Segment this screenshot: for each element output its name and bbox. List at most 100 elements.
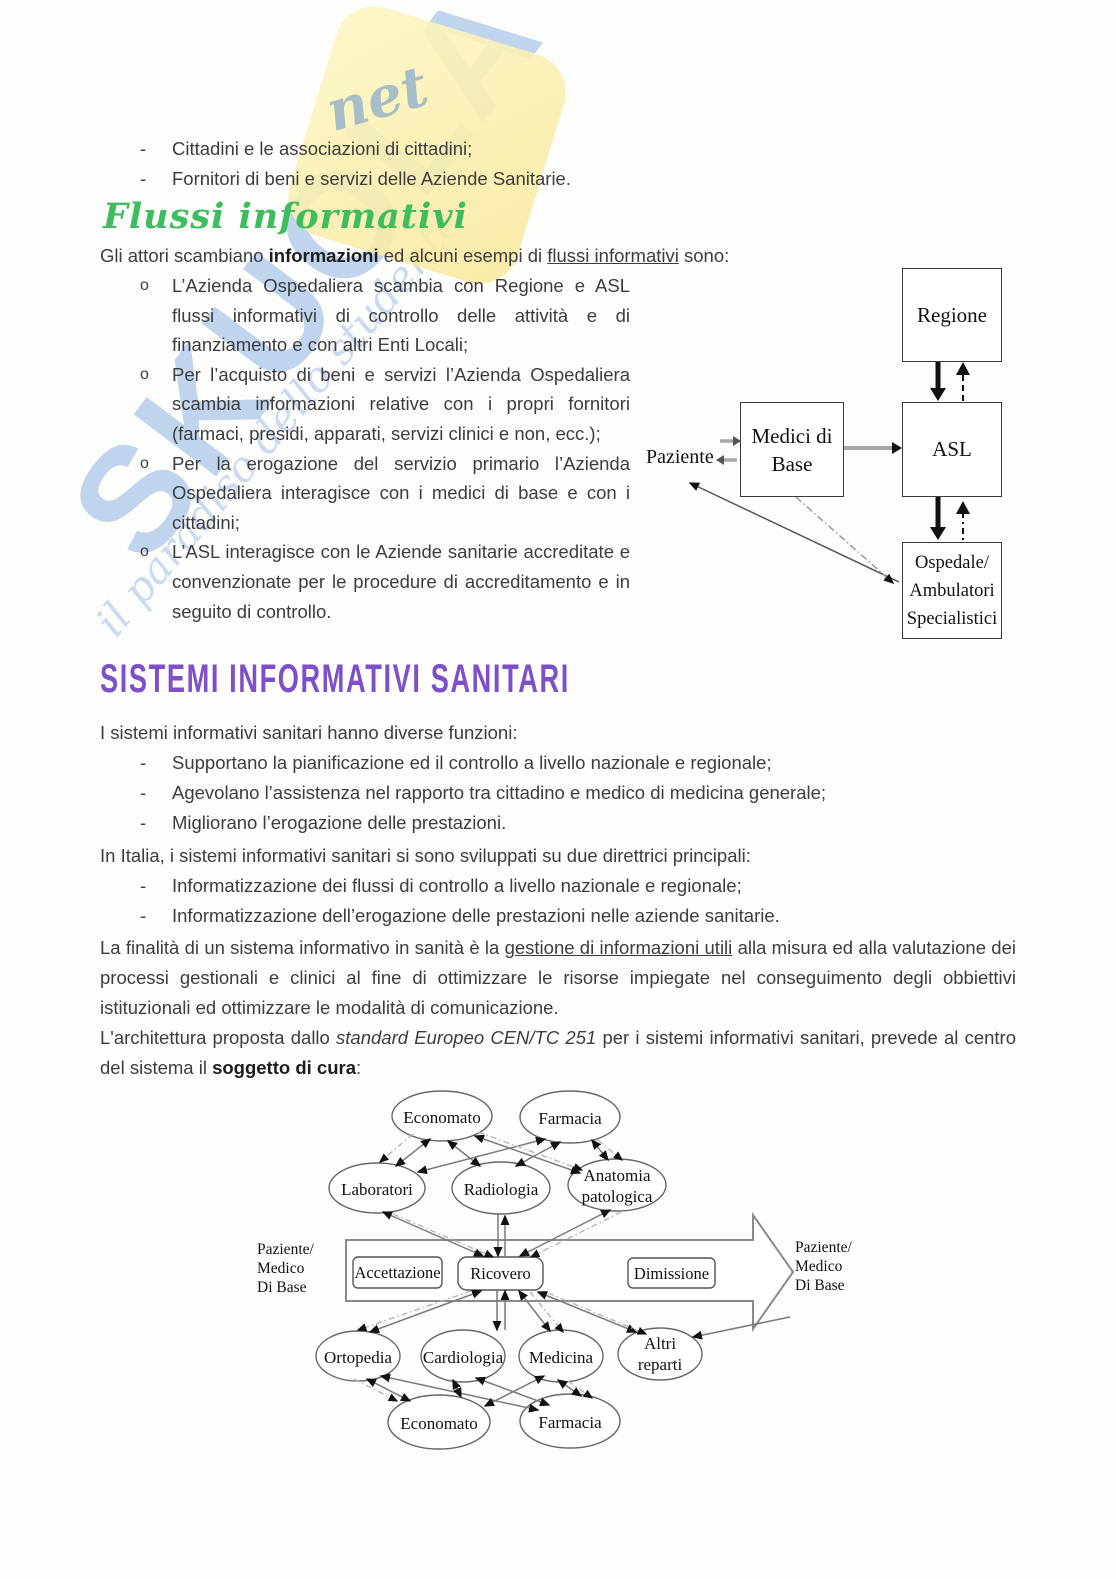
intro-post: sono:	[678, 245, 730, 266]
node-label: Medicina	[528, 1347, 594, 1367]
diagram2-node-dimissione: Dimissione	[628, 1258, 715, 1288]
label-line: Di Base	[795, 1277, 845, 1294]
diagram2-node-laboratori: Laboratori	[327, 1176, 427, 1202]
label-line: Di Base	[257, 1279, 307, 1296]
list-item: o L’ASL interagisce con le Aziende sanit…	[140, 537, 630, 626]
dash-marker: -	[140, 168, 147, 189]
diagram2-label-left: Paziente/ Medico Di Base	[257, 1240, 314, 1297]
list-item: - Agevolano l’assistenza nel rapporto tr…	[140, 778, 1020, 808]
list-item-text: Supportano la pianificazione ed il contr…	[172, 752, 772, 773]
node-label: Laboratori	[341, 1179, 413, 1199]
section-heading-flussi: Flussi informativi	[103, 196, 468, 237]
paragraph-architecture: L'architettura proposta dallo standard E…	[100, 1023, 1016, 1083]
node-label: Cardiologia	[422, 1347, 504, 1367]
diagram1-label-paziente: Paziente	[646, 446, 714, 468]
dash-marker: -	[140, 905, 147, 926]
diagram2-node-cardiologia: Cardiologia	[413, 1344, 513, 1370]
node-label: Accettazione	[354, 1263, 441, 1282]
list-item: - Fornitori di beni e servizi delle Azie…	[140, 164, 700, 194]
diagram2-node-medicina: Medicina	[511, 1344, 611, 1370]
diagram2-node-anatomia-patologica: Anatomia patologica	[567, 1164, 667, 1208]
top-bullet-list: - Cittadini e le associazioni di cittadi…	[140, 134, 700, 194]
list-item-text: Cittadini e le associazioni di cittadini…	[172, 138, 473, 159]
actors-diagram-arrows	[688, 362, 970, 584]
intro-bold: informazioni	[268, 245, 379, 266]
paragraph-finality: La finalità di un sistema informativo in…	[100, 933, 1016, 1023]
list-item-text: Per l’acquisto di beni e servizi l’Azien…	[172, 363, 630, 444]
paragraph-functions: I sistemi informativi sanitari hanno div…	[100, 722, 518, 743]
diagram2-node-economato-bottom: Economato	[389, 1410, 489, 1436]
list-item: - Informatizzazione dei flussi di contro…	[140, 871, 1020, 901]
diagram2-node-farmacia-top: Farmacia	[520, 1105, 620, 1131]
finality-underline: gestione di informazioni utili	[504, 937, 733, 958]
paragraph-italy: In Italia, i sistemi informativi sanitar…	[100, 845, 751, 866]
label-line: Medico	[795, 1258, 843, 1275]
label-line: Paziente/	[257, 1241, 314, 1258]
finality-post: alla misura ed alla valutazione dei proc…	[100, 937, 1016, 1018]
node-label: Ambulatori	[909, 580, 995, 601]
circle-marker: o	[140, 365, 149, 383]
diagram1-node-medici-di-base: Medici di Base	[740, 402, 844, 497]
architecture-post: :	[355, 1057, 362, 1078]
node-label: Ortopedia	[324, 1347, 392, 1367]
section-heading-sistemi: SISTEMI INFORMATIVI SANITARI	[100, 656, 570, 702]
diagram2-node-ricovero: Ricovero	[458, 1257, 543, 1290]
node-label: Dimissione	[633, 1263, 710, 1283]
list-item: o Per l’acquisto di beni e servizi l’Azi…	[140, 360, 630, 449]
list-item: - Informatizzazione dell’erogazione dell…	[140, 901, 1020, 931]
node-label: Economato	[400, 1413, 478, 1433]
diagram2-node-radiologia: Radiologia	[451, 1176, 551, 1202]
node-label: reparti	[637, 1355, 683, 1374]
list-item-text: L’Azienda Ospedaliera scambia con Region…	[172, 275, 630, 356]
intro-pre: Gli attori scambiano	[100, 245, 269, 266]
list-item-text: Informatizzazione dell’erogazione delle …	[172, 905, 780, 926]
list-item: o L’Azienda Ospedaliera scambia con Regi…	[140, 271, 630, 360]
list-item-text: Fornitori di beni e servizi delle Aziend…	[172, 168, 571, 189]
diagram2-node-ortopedia: Ortopedia	[308, 1344, 408, 1370]
node-label: Ospedale/	[915, 552, 989, 573]
node-label: Farmacia	[538, 1412, 602, 1432]
list-item: - Supportano la pianificazione ed il con…	[140, 748, 1020, 778]
node-label: Ricovero	[470, 1264, 531, 1283]
finality-pre: La finalità di un sistema informativo in…	[100, 937, 505, 958]
diagram2-node-economato-top: Economato	[392, 1104, 492, 1130]
list-item: - Migliorano l’erogazione delle prestazi…	[140, 808, 1020, 838]
intro-mid: ed alcuni esempi di	[378, 245, 548, 266]
list-item-text: Agevolano l’assistenza nel rapporto tra …	[172, 782, 827, 803]
node-label: Radiologia	[463, 1179, 539, 1199]
node-label: Anatomia	[583, 1166, 651, 1185]
dash-marker: -	[140, 138, 147, 159]
diagram1-node-ospedale: Ospedale/ Ambulatori Specialistici	[902, 542, 1002, 639]
circle-marker: o	[140, 543, 149, 561]
circle-marker: o	[140, 454, 149, 472]
node-label: Specialistici	[906, 608, 998, 629]
care-subject-diagram	[315, 1090, 795, 1450]
diagram2-node-altri-reparti: Altri reparti	[610, 1332, 710, 1376]
list-item-text: Per la erogazione del servizio primario …	[172, 452, 630, 533]
label-line: Paziente/	[795, 1239, 852, 1256]
diagram1-node-asl: ASL	[902, 402, 1002, 497]
functions-list: - Supportano la pianificazione ed il con…	[140, 748, 1020, 838]
list-item: o Per la erogazione del servizio primari…	[140, 449, 630, 538]
diagram2-label-right: Paziente/ Medico Di Base	[795, 1238, 852, 1295]
dash-marker: -	[140, 812, 147, 833]
flow-list: o L’Azienda Ospedaliera scambia con Regi…	[140, 271, 630, 626]
node-label: Economato	[403, 1107, 481, 1127]
dash-marker: -	[140, 752, 147, 773]
architecture-mid: per i sistemi informativi sanitari, prev…	[100, 1027, 1016, 1078]
dash-marker: -	[140, 782, 147, 803]
diagram2-node-farmacia-bottom: Farmacia	[520, 1409, 620, 1435]
diagram2-node-accettazione: Accettazione	[353, 1257, 442, 1288]
intro-underline: flussi informativi	[547, 245, 679, 266]
node-label: Altri	[643, 1334, 677, 1353]
italy-list: - Informatizzazione dei flussi di contro…	[140, 871, 1020, 931]
node-label: Farmacia	[538, 1108, 602, 1128]
node-label: ASL	[932, 437, 972, 461]
intro-paragraph: Gli attori scambiano informazioni ed alc…	[100, 241, 1020, 271]
node-label: patologica	[581, 1187, 653, 1206]
diagram1-node-regione: Regione	[902, 268, 1002, 362]
circle-marker: o	[140, 277, 149, 294]
node-label: Regione	[917, 302, 987, 327]
list-item-text: L’ASL interagisce con le Aziende sanitar…	[172, 541, 630, 622]
